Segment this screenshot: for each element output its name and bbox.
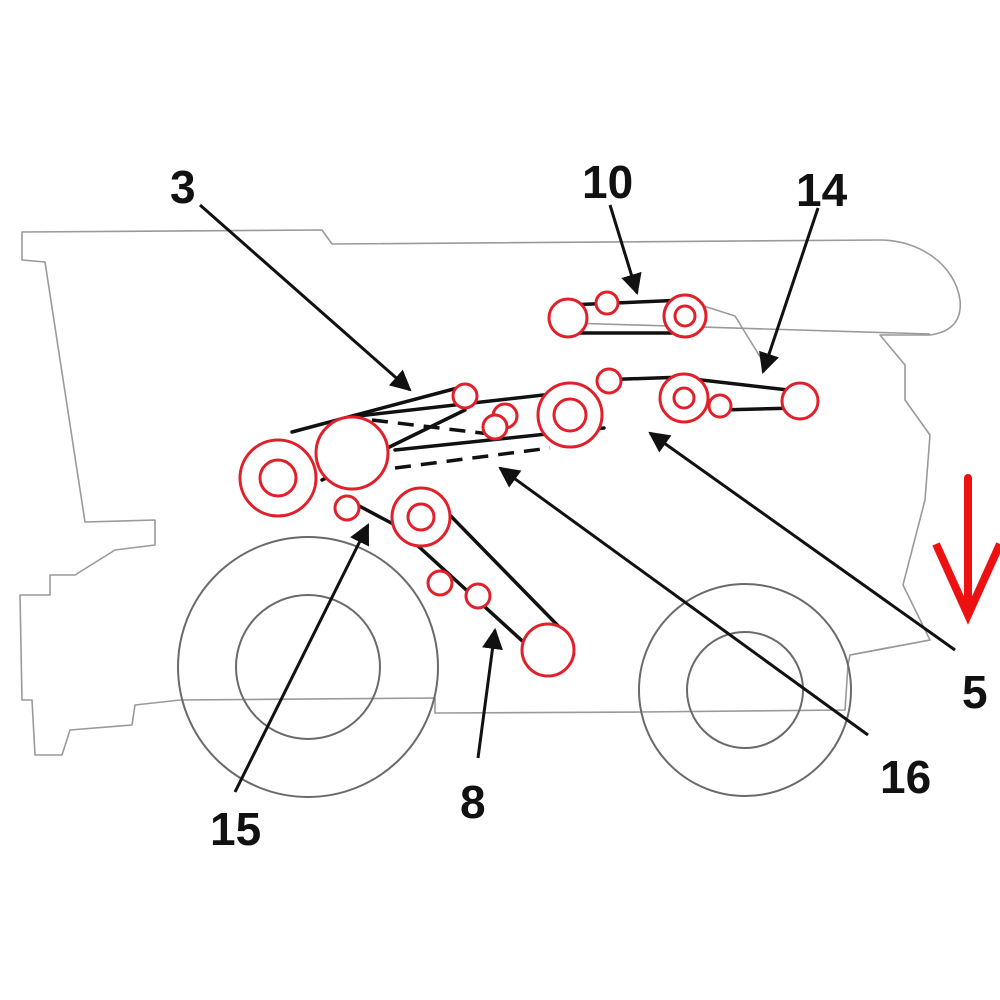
front-wheel bbox=[177, 536, 439, 798]
feeder-end-pulley bbox=[520, 622, 576, 678]
center-drive-pulley-hub bbox=[552, 397, 588, 433]
belt-3-upper bbox=[290, 384, 467, 434]
main-large-pulley bbox=[314, 415, 390, 491]
callout-8: 8 bbox=[460, 776, 486, 828]
center-drive-pulley bbox=[536, 381, 604, 449]
belt-10-upper bbox=[566, 298, 687, 307]
callout-14: 14 bbox=[796, 164, 848, 216]
rear-rim bbox=[686, 631, 804, 749]
right-drive-pulley-hub bbox=[672, 386, 696, 410]
grain-tank-line bbox=[569, 322, 931, 335]
belt-8-right bbox=[438, 503, 572, 640]
pulleys bbox=[238, 290, 820, 678]
upper-idler-pulley bbox=[595, 367, 623, 395]
small-lower-pulley bbox=[333, 494, 361, 522]
top-right-pulley bbox=[662, 293, 708, 339]
rear-end-pulley bbox=[780, 381, 820, 421]
belt-16-upper-dashed bbox=[371, 418, 499, 437]
leader-8 bbox=[476, 627, 503, 759]
callout-10: 10 bbox=[582, 156, 633, 208]
callout-labels: 3 10 14 5 16 15 8 bbox=[170, 156, 988, 855]
engine-drive-pulley bbox=[238, 438, 318, 518]
feeder-drive-pulley-hub bbox=[406, 502, 436, 532]
callout-5: 5 bbox=[962, 666, 988, 718]
top-left-pulley bbox=[547, 297, 589, 339]
leader-16 bbox=[498, 466, 869, 737]
callout-3: 3 bbox=[170, 161, 196, 213]
rear-wheel bbox=[638, 583, 852, 797]
callout-16: 16 bbox=[880, 751, 931, 803]
top-idler-pulley bbox=[594, 290, 620, 316]
combine-body-outline bbox=[19, 229, 961, 756]
feeder-idler-pulley-a bbox=[426, 569, 454, 597]
idler-pulley-c bbox=[481, 413, 509, 441]
top-right-pulley-hub bbox=[673, 304, 697, 328]
rear-tire bbox=[638, 583, 852, 797]
belt-16-lower-dashed bbox=[394, 446, 551, 470]
leader-lines bbox=[199, 203, 956, 793]
right-idler-pulley bbox=[707, 393, 733, 419]
belt-14-upper bbox=[682, 376, 799, 393]
leader-15 bbox=[233, 523, 370, 793]
feeder-drive-pulley bbox=[390, 486, 452, 548]
engine-drive-pulley-hub bbox=[258, 458, 298, 498]
leader-3 bbox=[199, 203, 412, 392]
callout-15: 15 bbox=[210, 803, 261, 855]
down-arrow-icon bbox=[932, 474, 1000, 625]
leader-14 bbox=[759, 207, 820, 374]
leader-10 bbox=[608, 204, 642, 296]
leader-5 bbox=[648, 431, 956, 652]
feeder-idler-pulley-b bbox=[464, 582, 492, 610]
right-drive-pulley bbox=[658, 372, 710, 424]
combine-outline bbox=[19, 229, 961, 756]
front-rim bbox=[235, 594, 381, 740]
front-tire bbox=[177, 536, 439, 798]
idler-pulley-a bbox=[451, 382, 479, 410]
rear-hood-line bbox=[849, 639, 931, 656]
